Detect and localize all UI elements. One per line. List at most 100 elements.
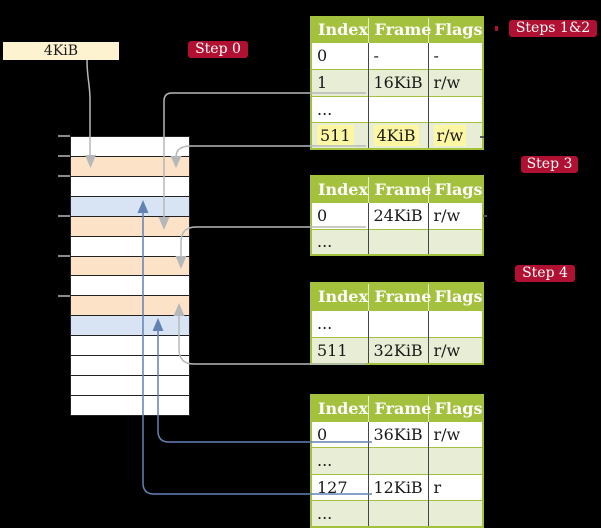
table-row: 0 36KiB r/w xyxy=(311,420,483,447)
col-header-frame: Frame xyxy=(367,176,431,202)
memory-frame-row-free xyxy=(71,376,189,396)
table-row: ... xyxy=(311,228,483,255)
highlight: 511 xyxy=(317,124,354,146)
cell-index: 0 xyxy=(311,420,368,447)
cell-flags: - xyxy=(427,41,483,69)
cell-frame: 12KiB xyxy=(367,473,428,500)
address-tick xyxy=(58,135,70,137)
table-row-highlighted: 511 4KiB r/w xyxy=(311,121,483,149)
page-table-4: Index Frame Flags 0 36KiB r/w ... 127 12… xyxy=(310,394,484,528)
address-tick xyxy=(58,295,70,297)
page-table-2: Index Frame Flags 0 24KiB r/w ... xyxy=(310,175,484,256)
cell-frame: - xyxy=(367,41,428,69)
memory-frame-row-target xyxy=(71,316,189,337)
cell-flags: r xyxy=(427,473,483,500)
table-header-row: Index Frame Flags xyxy=(311,176,483,202)
cell-index: ... xyxy=(311,446,368,474)
col-header-index: Index xyxy=(311,176,368,202)
physical-memory-column xyxy=(70,136,190,416)
address-tick xyxy=(58,175,70,177)
memory-frame-row-target xyxy=(71,196,189,217)
cell-index: ... xyxy=(311,499,368,527)
table-row: 0 - - xyxy=(311,41,483,69)
memory-frame-row-used xyxy=(71,296,189,317)
memory-frame-row-free xyxy=(71,236,189,257)
col-header-frame: Frame xyxy=(367,17,431,42)
table-row: ... xyxy=(311,446,483,474)
col-header-flags: Flags xyxy=(427,176,483,202)
cell-flags xyxy=(427,95,483,122)
cell-index: 511 xyxy=(311,336,368,364)
col-header-index: Index xyxy=(311,395,368,421)
badge-step-0: Step 0 xyxy=(188,41,248,58)
memory-frame-row-free xyxy=(71,336,189,357)
cell-frame: 4KiB xyxy=(367,121,428,149)
memory-frame-row-free xyxy=(71,356,189,377)
table-row: 127 12KiB r xyxy=(311,473,483,500)
cell-flags xyxy=(427,499,483,527)
cell-flags: r/w xyxy=(427,201,483,229)
page-table-1: Index Frame Flags 0 - - 1 16KiB r/w ... … xyxy=(310,16,484,150)
cell-frame xyxy=(367,95,428,122)
highlight: 4KiB xyxy=(373,124,419,146)
table-header-row: Index Frame Flags xyxy=(311,283,483,310)
memory-frame-row-used xyxy=(71,216,189,237)
cell-flags xyxy=(427,446,483,474)
cell-flags xyxy=(427,228,483,255)
memory-frame-row-free xyxy=(71,137,189,157)
page-table-3: Index Frame Flags ... 511 32KiB r/w xyxy=(310,282,484,365)
cell-frame xyxy=(367,228,428,255)
cell-index: 127 xyxy=(311,473,368,500)
badge-steps-1-2: Steps 1&2 xyxy=(509,20,597,37)
memory-frame-row-free xyxy=(71,395,189,415)
col-header-frame: Frame xyxy=(367,395,431,421)
leader-stub xyxy=(480,136,484,138)
col-header-index: Index xyxy=(311,17,368,42)
table-row: 511 32KiB r/w xyxy=(311,336,483,364)
cell-frame xyxy=(367,446,428,474)
cell-frame xyxy=(367,499,428,527)
col-header-flags: Flags xyxy=(427,395,483,421)
col-header-flags: Flags xyxy=(427,17,483,42)
table-header-row: Index Frame Flags xyxy=(311,17,483,42)
address-tick xyxy=(58,255,70,257)
cell-frame xyxy=(367,309,428,337)
frame-size-label: 4KiB xyxy=(3,42,119,60)
table-row: ... xyxy=(311,499,483,527)
badge-steps-1-2-tail xyxy=(495,26,498,31)
badge-step-3: Step 3 xyxy=(521,156,578,173)
cell-index: 0 xyxy=(311,41,368,69)
cell-index: ... xyxy=(311,228,368,255)
cell-frame: 36KiB xyxy=(367,420,428,447)
memory-frame-row-free xyxy=(71,176,189,197)
col-header-flags: Flags xyxy=(427,283,483,310)
table-row: ... xyxy=(311,95,483,122)
table-row: ... xyxy=(311,309,483,337)
cell-frame: 24KiB xyxy=(367,201,428,229)
cell-index: 511 xyxy=(311,121,368,149)
highlight: r/w xyxy=(433,124,467,146)
address-tick xyxy=(58,155,70,157)
cell-flags xyxy=(427,309,483,337)
col-header-frame: Frame xyxy=(367,283,431,310)
cell-flags: r/w xyxy=(427,336,483,364)
table-row: 1 16KiB r/w xyxy=(311,68,483,96)
cell-index: ... xyxy=(311,95,368,122)
table-row: 0 24KiB r/w xyxy=(311,201,483,229)
cell-index: ... xyxy=(311,309,368,337)
cell-index: 0 xyxy=(311,201,368,229)
cell-frame: 32KiB xyxy=(367,336,428,364)
memory-frame-row-used xyxy=(71,156,189,177)
address-tick xyxy=(58,215,70,217)
memory-frame-row-free xyxy=(71,276,189,297)
cell-index: 1 xyxy=(311,68,368,96)
cell-flags: r/w xyxy=(427,68,483,96)
col-header-index: Index xyxy=(311,283,368,310)
badge-step-4: Step 4 xyxy=(515,265,575,282)
cell-frame: 16KiB xyxy=(367,68,428,96)
memory-frame-row-used xyxy=(71,256,189,277)
cell-flags: r/w xyxy=(427,420,483,447)
leader-stub xyxy=(483,215,487,217)
cell-flags: r/w xyxy=(427,121,483,149)
